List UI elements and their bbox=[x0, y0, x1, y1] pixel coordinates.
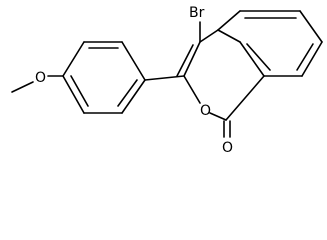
double-bond-inner bbox=[70, 75, 89, 107]
double-bond-inner bbox=[176, 44, 194, 77]
carbonyl-group bbox=[223, 120, 231, 138]
double-bond-inner bbox=[117, 79, 138, 107]
bond bbox=[217, 10, 241, 31]
bond bbox=[299, 10, 323, 43]
ring-oxygen-label: O bbox=[200, 103, 211, 119]
chemical-structure-diagram: Br O O O bbox=[11, 5, 323, 155]
bond bbox=[217, 29, 241, 43]
double-bond-inner bbox=[296, 43, 314, 71]
bond bbox=[121, 41, 146, 81]
bond bbox=[183, 41, 201, 77]
pyranone-ring bbox=[176, 29, 265, 121]
aryl-link-bond bbox=[144, 75, 185, 81]
methoxyphenyl-ring bbox=[62, 41, 146, 114]
bond bbox=[62, 41, 85, 77]
bond bbox=[209, 112, 227, 121]
bond bbox=[301, 41, 323, 77]
double-bond-inner bbox=[246, 43, 271, 71]
bond bbox=[225, 75, 265, 121]
bond bbox=[183, 75, 201, 104]
bromine-label: Br bbox=[189, 5, 205, 21]
bond bbox=[62, 75, 85, 114]
bond bbox=[199, 29, 219, 43]
methoxy-group bbox=[11, 75, 64, 93]
methoxy-oxygen-label: O bbox=[35, 70, 46, 86]
carbonyl-oxygen-label: O bbox=[222, 140, 233, 155]
bond bbox=[121, 79, 146, 114]
benzo-ring bbox=[217, 10, 323, 77]
o-methyl-bond bbox=[11, 81, 34, 93]
bond bbox=[239, 41, 265, 77]
